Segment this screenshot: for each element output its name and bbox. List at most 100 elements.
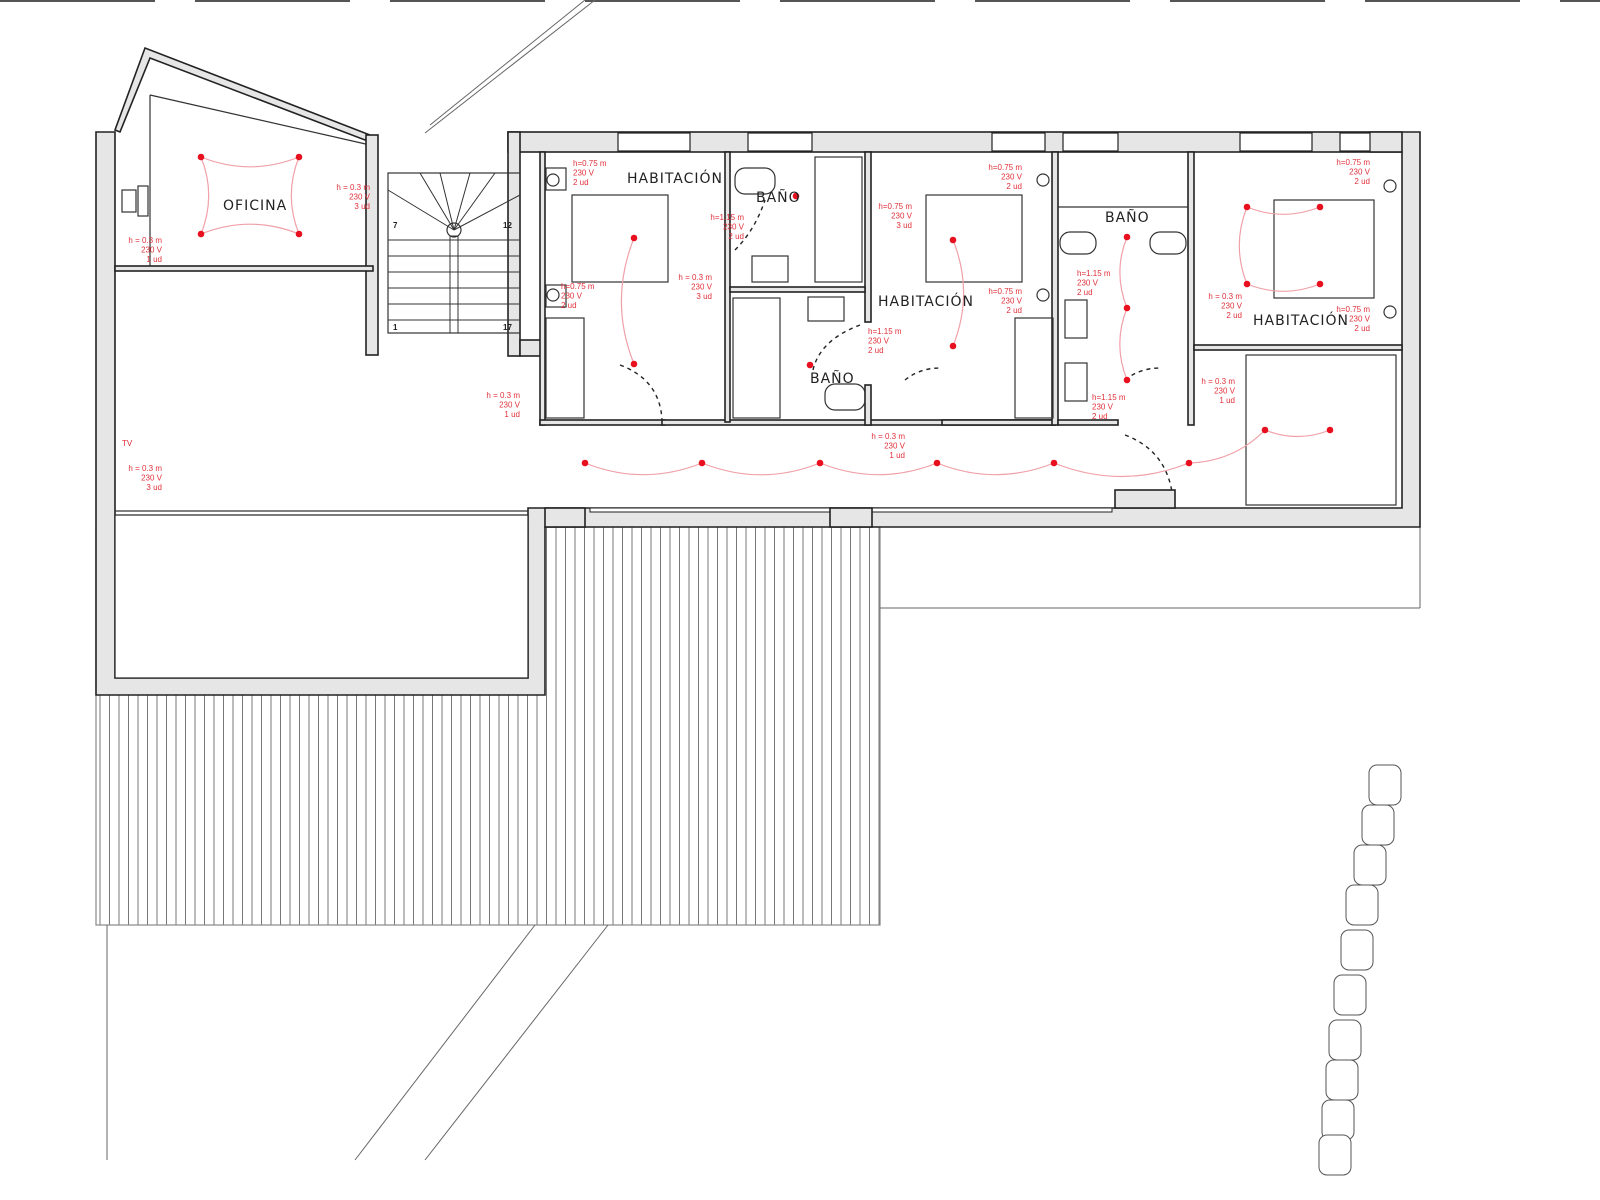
path-line	[354, 924, 536, 1161]
windows	[589, 132, 1371, 513]
room-label-office: OFICINA	[223, 198, 287, 214]
wire	[1119, 236, 1128, 309]
annotation-line: 230 V	[1349, 168, 1371, 177]
annotation-line: h = 0.3 m	[678, 273, 712, 282]
annotation-line: 2 ud	[1092, 412, 1108, 421]
stone	[1318, 1134, 1352, 1176]
annotation-line: 230 V	[141, 474, 163, 483]
staircase[interactable]: 7 12 1 17	[387, 172, 521, 334]
wire	[584, 462, 703, 476]
site-line	[424, 0, 596, 134]
office-bay	[113, 46, 372, 141]
light-point	[949, 342, 957, 350]
room-label-bath-2: BAÑO	[810, 370, 855, 387]
annotation-line: h=1.15 m	[868, 327, 902, 336]
lower-room	[114, 514, 529, 679]
wire	[1188, 429, 1266, 464]
light-point	[816, 459, 824, 467]
annotation-line: h = 0.3 m	[1208, 292, 1242, 301]
annotation-line: 230 V	[884, 442, 906, 451]
annotation-line: 230 V	[499, 401, 521, 410]
stair-winder	[453, 172, 471, 231]
annotation-line: h=0.75 m	[988, 287, 1022, 296]
annotation-line: 3 ud	[146, 483, 162, 492]
annotation-line: 2 ud	[1006, 182, 1022, 191]
annotation-line: 2 ud	[1006, 306, 1022, 315]
wire	[200, 223, 300, 235]
light-point	[792, 192, 800, 200]
light-point	[630, 360, 638, 368]
light-point	[295, 153, 303, 161]
annotation-line: h=0.75 m	[1336, 305, 1370, 314]
wire	[819, 462, 938, 476]
light-point	[1326, 426, 1334, 434]
annotation-line: 230 V	[1349, 315, 1371, 324]
annotation-line: 3 ud	[354, 202, 370, 211]
light-point	[1243, 280, 1251, 288]
wire	[1119, 307, 1128, 381]
annotation-line: 2 ud	[1077, 288, 1093, 297]
stair-winder	[419, 172, 455, 231]
stair-winder	[453, 172, 496, 231]
light-point	[698, 459, 706, 467]
wire	[952, 239, 965, 347]
window	[1062, 132, 1119, 152]
room-label-bedroom-3: HABITACIÓN	[1253, 311, 1349, 329]
light-point	[1243, 203, 1251, 211]
annotation-line: 230 V	[1214, 387, 1236, 396]
annotation-line: 230 V	[573, 169, 595, 178]
annotation-line: h=1.15 m	[1077, 269, 1111, 278]
annotation-line: 230 V	[723, 223, 745, 232]
light-point	[1185, 459, 1193, 467]
step-number: 1	[393, 323, 398, 332]
annotation-line: h=0.75 m	[573, 159, 607, 168]
light-point	[1123, 304, 1131, 312]
annotation-line: 2 ud	[868, 346, 884, 355]
annotation-line: h = 0.3 m	[871, 432, 905, 441]
stone	[1321, 1099, 1355, 1141]
wire	[200, 156, 210, 235]
wire	[620, 237, 635, 365]
annotation-line: 2 ud	[561, 301, 577, 310]
stone	[1353, 844, 1387, 886]
annotation-line: h=0.75 m	[988, 163, 1022, 172]
wire	[1053, 462, 1190, 478]
window	[617, 132, 691, 152]
room-label-bath-3: BAÑO	[1105, 209, 1150, 226]
annotation-line: h = 0.3 m	[336, 183, 370, 192]
stone	[1345, 884, 1379, 926]
tv-outlet-label: TV	[122, 439, 133, 448]
annotation-line: 230 V	[1001, 297, 1023, 306]
interior-walls	[539, 151, 1403, 528]
annotation-line: 230 V	[1077, 279, 1099, 288]
annotation-line: 2 ud	[1354, 324, 1370, 333]
stair-stringer	[449, 235, 459, 334]
light-point	[197, 153, 205, 161]
annotation-line: 3 ud	[696, 292, 712, 301]
light-point	[1123, 376, 1131, 384]
annotation-line: h=0.75 m	[1336, 158, 1370, 167]
annotation-line: 230 V	[561, 292, 583, 301]
light-point	[933, 459, 941, 467]
annotation-line: 2 ud	[573, 178, 589, 187]
wire	[701, 462, 821, 476]
room-label-bedroom-1: HABITACIÓN	[627, 169, 723, 187]
window	[1239, 132, 1313, 152]
stair-winder	[439, 172, 455, 231]
site-line	[429, 0, 586, 126]
annotation-line: h=1.15 m	[1092, 393, 1126, 402]
window	[1339, 132, 1371, 152]
